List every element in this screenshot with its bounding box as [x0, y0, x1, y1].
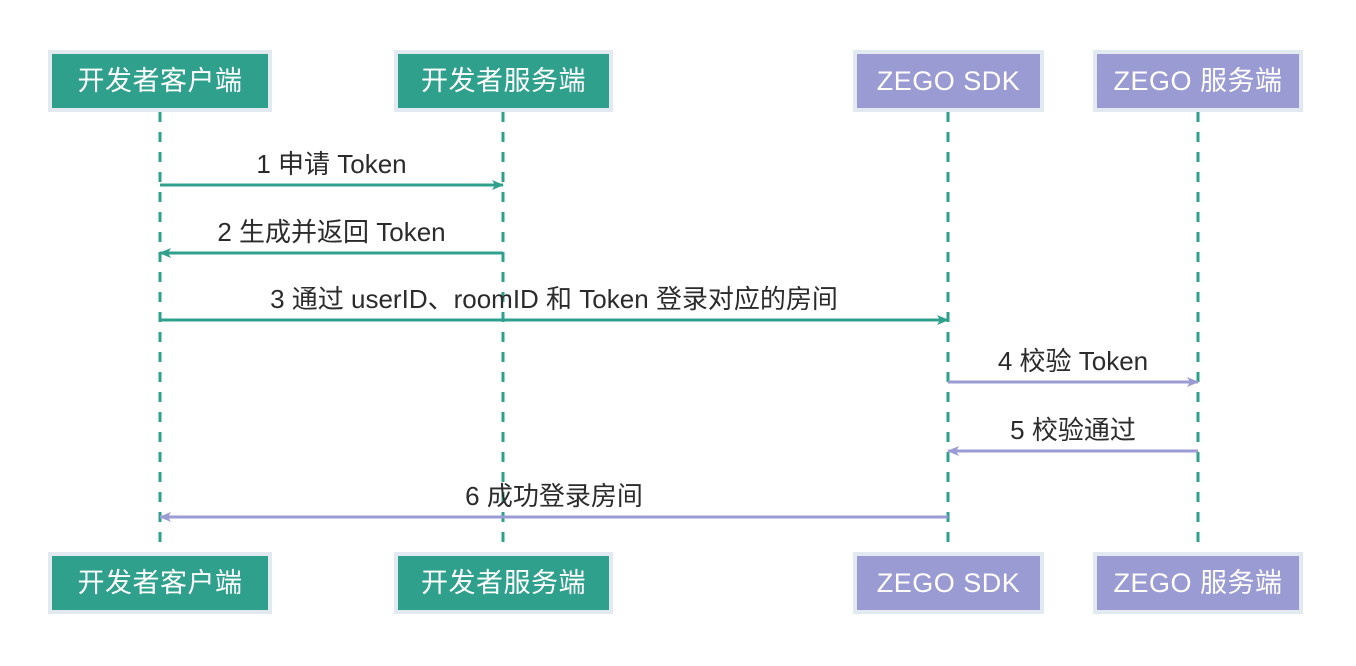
participant-box-zego-server-top: ZEGO 服务端: [1093, 50, 1303, 112]
lifelines-group: [158, 112, 1200, 550]
message-label-2: 2 生成并返回 Token: [217, 217, 446, 247]
participant-label-dev-server-top: 开发者服务端: [421, 65, 586, 96]
participant-label-dev-client-bottom: 开发者客户端: [77, 567, 243, 598]
participant-label-zego-server-top: ZEGO 服务端: [1113, 65, 1283, 96]
participant-box-zego-sdk-bottom: ZEGO SDK: [853, 552, 1044, 614]
message-label-1: 1 申请 Token: [256, 149, 407, 179]
participant-label-zego-sdk-top: ZEGO SDK: [876, 65, 1021, 96]
participant-box-zego-sdk-top: ZEGO SDK: [853, 50, 1044, 112]
message-arrows-group: [159, 180, 1199, 522]
participant-label-dev-client-top: 开发者客户端: [77, 65, 243, 96]
message-label-6: 6 成功登录房间: [465, 481, 643, 511]
message-label-4: 4 校验 Token: [997, 346, 1149, 376]
message-label-5: 5 校验通过: [1010, 415, 1136, 445]
participant-label-zego-server-bottom: ZEGO 服务端: [1113, 567, 1283, 598]
participant-label-zego-sdk-bottom: ZEGO SDK: [876, 567, 1021, 598]
participant-box-zego-server-bottom: ZEGO 服务端: [1093, 552, 1303, 614]
participant-box-dev-server-bottom: 开发者服务端: [394, 552, 613, 614]
participant-box-dev-client-top: 开发者客户端: [48, 50, 272, 112]
message-label-3: 3 通过 userID、roomID 和 Token 登录对应的房间: [270, 284, 838, 314]
participant-box-dev-client-bottom: 开发者客户端: [48, 552, 272, 614]
participant-box-dev-server-top: 开发者服务端: [394, 50, 613, 112]
participant-label-dev-server-bottom: 开发者服务端: [421, 567, 586, 598]
